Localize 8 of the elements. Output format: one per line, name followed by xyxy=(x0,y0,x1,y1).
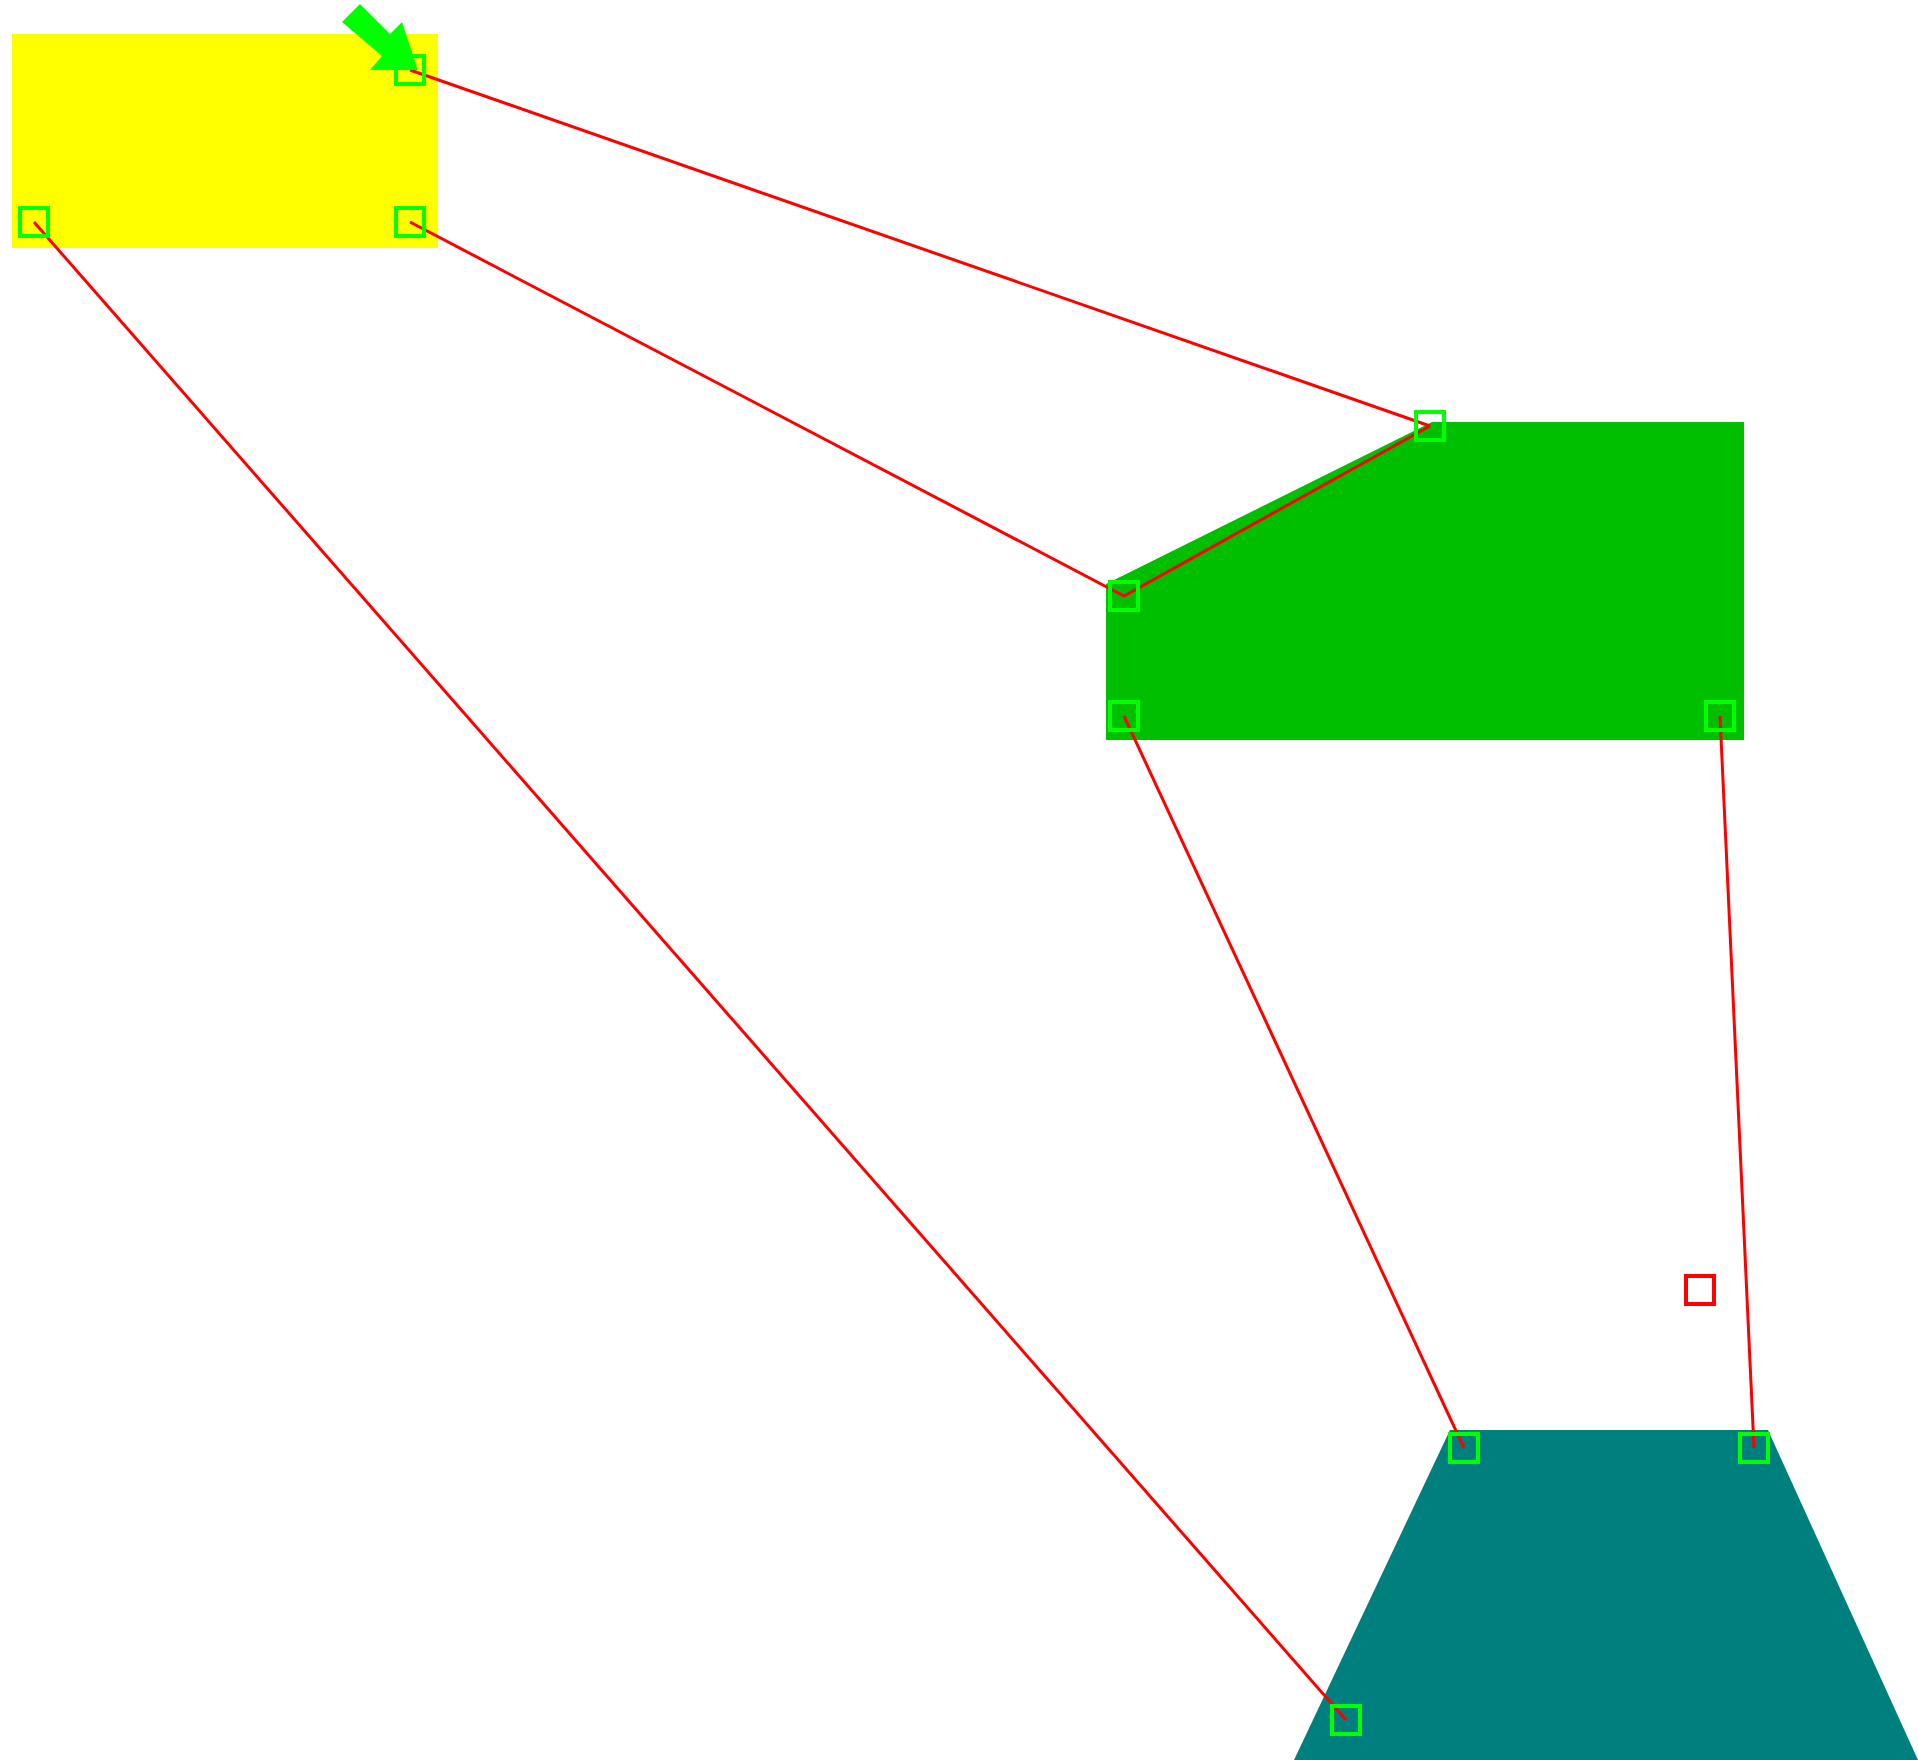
connector-line xyxy=(32,221,1348,1721)
trapezoid-shape xyxy=(1294,1430,1918,1760)
connector-line xyxy=(1122,715,1466,1449)
connector-line xyxy=(1718,715,1756,1449)
pentagon-shape xyxy=(1106,422,1744,740)
connector-line xyxy=(409,220,1431,598)
rectangle-shape xyxy=(12,34,438,248)
connector-line xyxy=(409,68,1431,428)
